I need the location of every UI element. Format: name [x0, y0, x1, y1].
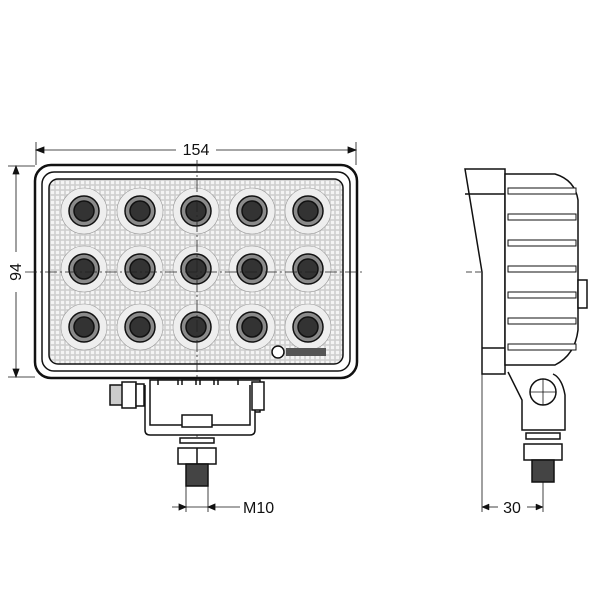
heatsink-fins [507, 187, 577, 351]
connector [109, 381, 145, 409]
front-view [8, 142, 365, 512]
depth-label: 30 [503, 500, 521, 517]
front-bezel [464, 168, 506, 375]
led [116, 303, 164, 351]
heatsink-fin [507, 317, 577, 325]
height-label: 94 [8, 263, 25, 281]
height-dimension [8, 164, 35, 379]
led [172, 245, 220, 293]
led [60, 187, 108, 235]
led [284, 187, 332, 235]
led [172, 187, 220, 235]
led [116, 245, 164, 293]
led [284, 245, 332, 293]
led [60, 245, 108, 293]
side-view [464, 168, 588, 512]
led-array [60, 187, 332, 351]
width-label: 154 [183, 142, 210, 159]
heatsink-fin [507, 291, 577, 299]
led [228, 245, 276, 293]
led [60, 303, 108, 351]
brand-logo [271, 345, 326, 359]
heatsink-fin [507, 265, 577, 273]
heatsink-fin [507, 187, 577, 195]
mounting-bracket [144, 379, 265, 436]
thread-label: M10 [243, 500, 274, 517]
led [172, 303, 220, 351]
housing-inner [41, 171, 351, 372]
width-dimension [34, 142, 358, 165]
led [228, 303, 276, 351]
mount-bolt [177, 437, 217, 487]
led [116, 187, 164, 235]
led [228, 187, 276, 235]
heatsink-fin [507, 239, 577, 247]
heatsink-fin [507, 343, 577, 351]
thread-dimension [172, 486, 240, 512]
led [284, 303, 332, 351]
heatsink-fin [507, 213, 577, 221]
